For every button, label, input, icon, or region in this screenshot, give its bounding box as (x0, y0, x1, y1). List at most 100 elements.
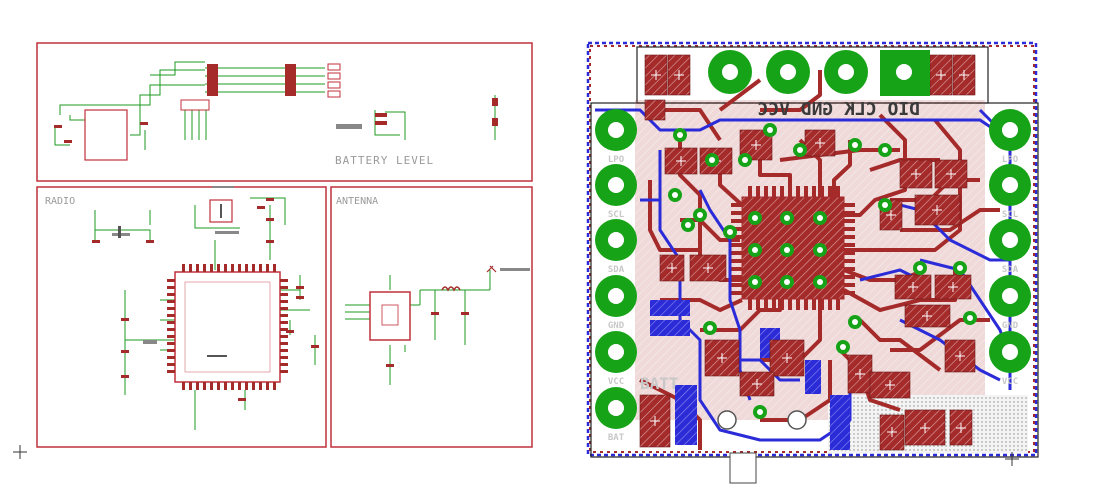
chip-pin (167, 342, 175, 345)
via-hole (852, 142, 858, 148)
mcu-pin (804, 186, 808, 197)
battery-parts (54, 63, 498, 161)
mcu-pin (844, 235, 855, 239)
via-hole (957, 265, 963, 271)
mcu-pin (756, 186, 760, 197)
chip-pin (280, 349, 288, 352)
header-hole (608, 344, 624, 360)
mcu-pin (748, 186, 752, 197)
chip-pin (167, 370, 175, 373)
mcu-pin (844, 243, 855, 247)
radio-frame (36, 186, 327, 448)
pad-marks (650, 70, 969, 437)
battery-level-frame (36, 42, 533, 182)
chip-pin (252, 382, 255, 390)
header-pin-label: SCL (1002, 210, 1019, 220)
mcu-pin (844, 275, 855, 279)
header-hole (1002, 232, 1018, 248)
mcu-pin (731, 219, 742, 223)
via-hole (882, 202, 888, 208)
via-hole (784, 215, 790, 221)
antenna-parts (369, 265, 530, 367)
chip-pin (224, 382, 227, 390)
header-pin-label: SDA (1002, 265, 1019, 275)
chip-pin (167, 335, 175, 338)
mcu-pin (731, 243, 742, 247)
chip-pin (196, 382, 199, 390)
header-hole (1002, 288, 1018, 304)
via-hole (917, 265, 923, 271)
chip-pin (210, 382, 213, 390)
mcu-pin (804, 299, 808, 310)
chip-pin (167, 321, 175, 324)
mcu-pin (844, 267, 855, 271)
chip-pin (231, 264, 234, 272)
radio-chip (174, 271, 281, 383)
mcu-pin (788, 299, 792, 310)
board-outline-red (589, 45, 1035, 453)
chip-pin (280, 328, 288, 331)
chip-pin (167, 300, 175, 303)
header-pin-label: VCC (1002, 377, 1018, 387)
mcu-pin (812, 299, 816, 310)
mcu-pin (796, 186, 800, 197)
chip-pin (280, 363, 288, 366)
via-hole (742, 157, 748, 163)
mcu-pin (756, 299, 760, 310)
mcu-pin (844, 251, 855, 255)
chip-pin (259, 382, 262, 390)
header-hole (608, 288, 624, 304)
mcu-pin (828, 299, 832, 310)
top-pin-labels: DIO CLK GND VCC (757, 99, 920, 120)
vias (668, 123, 977, 419)
via-hole (757, 409, 763, 415)
mcu-pin (836, 186, 840, 197)
chip-pin (210, 264, 213, 272)
via-hole (784, 279, 790, 285)
via-hole (817, 247, 823, 253)
header-hole (608, 232, 624, 248)
via-hole (677, 132, 683, 138)
mcu-pin (772, 299, 776, 310)
chip-pin (245, 382, 248, 390)
mcu-pin (844, 283, 855, 287)
chip-pin (252, 264, 255, 272)
mcu-pin (731, 211, 742, 215)
chip-pin (280, 370, 288, 373)
antenna-label: ANTENNA (336, 196, 378, 207)
mcu-pin (731, 275, 742, 279)
mcu-pin (731, 291, 742, 295)
usb-connector (729, 452, 757, 484)
header-hole (608, 400, 624, 416)
via-hole (797, 147, 803, 153)
mcu-pin (748, 299, 752, 310)
chip-pin (182, 382, 185, 390)
mcu-pin (731, 283, 742, 287)
header-hole (608, 177, 624, 193)
header-pin-label: GND (608, 321, 625, 331)
via-hole (697, 212, 703, 218)
chip-pin (203, 264, 206, 272)
chip-pin (280, 300, 288, 303)
via-hole (767, 127, 773, 133)
header-hole (1002, 177, 1018, 193)
chip-pin (167, 363, 175, 366)
mcu-pin (731, 235, 742, 239)
via-hole (752, 215, 758, 221)
mcu-pin (772, 186, 776, 197)
header-pin-label: SCL (608, 210, 625, 220)
via-hole (707, 325, 713, 331)
chip-pin (280, 321, 288, 324)
chip-pin (167, 328, 175, 331)
chip-pin (280, 356, 288, 359)
battery-level-label: BATTERY LEVEL (335, 154, 434, 167)
chip-pin (266, 382, 269, 390)
mcu-pin (764, 299, 768, 310)
mcu-pin (812, 186, 816, 197)
mcu-pin (828, 186, 832, 197)
chip-pin (273, 382, 276, 390)
schematic-view: BATTERY LEVEL (36, 42, 533, 448)
